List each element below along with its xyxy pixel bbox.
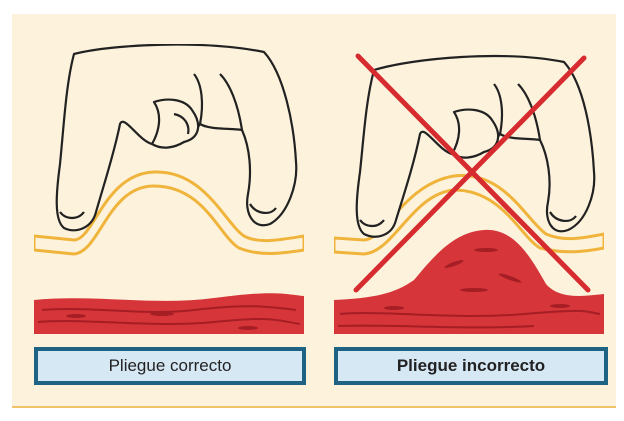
fat-layer [34, 259, 304, 299]
panel-correct-fold [34, 44, 304, 334]
muscle-layer [34, 293, 304, 334]
label-incorrect-fold: Pliegue incorrecto [334, 347, 608, 385]
pinching-hand-icon [57, 45, 297, 231]
label-correct-fold: Pliegue correcto [34, 347, 306, 385]
correct-fold-drawing [34, 44, 304, 334]
panel-incorrect-fold [334, 44, 604, 334]
label-correct-text: Pliegue correcto [109, 356, 232, 376]
label-incorrect-text: Pliegue incorrecto [397, 356, 545, 376]
incorrect-fold-drawing [334, 44, 604, 334]
